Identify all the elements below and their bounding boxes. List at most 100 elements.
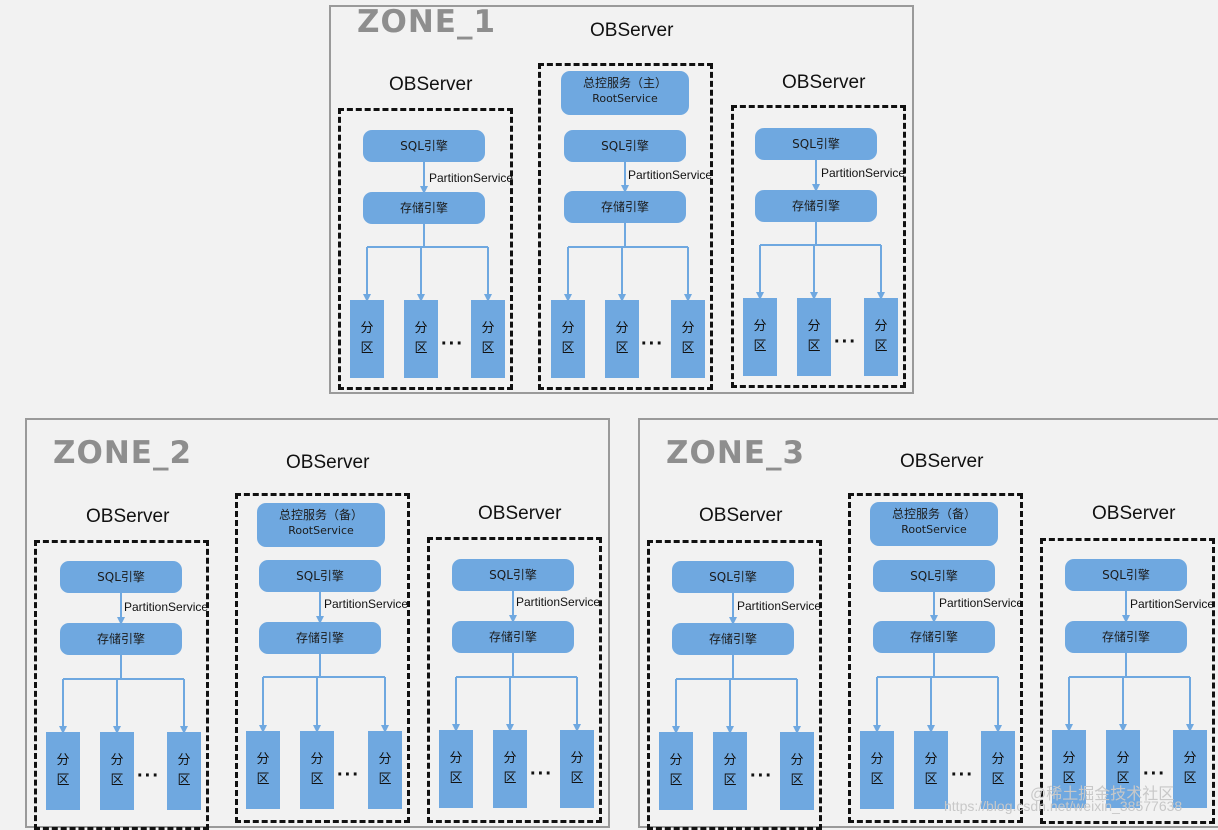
partition-label-top: 分	[449, 751, 463, 766]
partition-service-label: PartitionService	[429, 171, 514, 185]
root-service-subtitle: RootService	[901, 523, 967, 536]
observer-label: OBServer	[478, 503, 562, 524]
root-service-title: 总控服务（备）	[891, 507, 976, 521]
storage-engine: 存储引擎	[1065, 621, 1187, 653]
partition-label-top: 分	[723, 753, 737, 768]
partition-service-label: PartitionService	[821, 166, 906, 180]
partition-label-top: 分	[503, 751, 517, 766]
partition-label-bottom: 区	[870, 772, 884, 787]
partition-label-bottom: 区	[807, 339, 821, 354]
storage-engine: 存储引擎	[755, 190, 877, 222]
partition-service-label: PartitionService	[737, 599, 822, 613]
storage-engine: 存储引擎	[672, 623, 794, 655]
partition-label-top: 分	[56, 753, 70, 768]
partition-label-top: 分	[481, 321, 495, 336]
partition-label-bottom: 区	[378, 772, 392, 787]
partition-service-label: PartitionService	[124, 600, 209, 614]
partition-label-top: 分	[874, 319, 888, 334]
partition-service-label: PartitionService	[939, 596, 1024, 610]
partition-service-label: PartitionService	[324, 597, 409, 611]
observer-box	[235, 493, 410, 823]
observer-label: OBServer	[699, 505, 783, 526]
partition-label-top: 分	[570, 751, 584, 766]
partition-label-bottom: 区	[481, 341, 495, 356]
sql-engine: SQL引擎	[672, 561, 794, 593]
partition-label-bottom: 区	[449, 771, 463, 786]
sql-engine: SQL引擎	[452, 559, 574, 591]
observer-box	[427, 537, 602, 823]
partition-label-top: 分	[414, 321, 428, 336]
watermark: @稀土掘金技术社区	[1030, 786, 1175, 803]
partition-label-top: 分	[561, 321, 575, 336]
observer-label: OBServer	[590, 20, 674, 41]
partition: 分区	[493, 730, 527, 808]
root-service-title: 总控服务（备）	[278, 508, 363, 522]
partition: 分区	[439, 730, 473, 808]
partition-label-bottom: 区	[56, 773, 70, 788]
partition: 分区	[671, 300, 705, 378]
partition-label-bottom: 区	[256, 772, 270, 787]
partition: 分区	[551, 300, 585, 378]
partition: 分区	[300, 731, 334, 809]
partition-label-bottom: 区	[874, 339, 888, 354]
partition-label-top: 分	[753, 319, 767, 334]
observer-box	[731, 105, 906, 388]
partition-ellipsis: ···	[337, 764, 360, 786]
partition: 分区	[350, 300, 384, 378]
partition: 分区	[981, 731, 1015, 809]
partition-label-bottom: 区	[360, 341, 374, 356]
sql-engine: SQL引擎	[873, 560, 995, 592]
partition-label-bottom: 区	[110, 773, 124, 788]
partition-label-bottom: 区	[991, 772, 1005, 787]
partition-label-bottom: 区	[570, 771, 584, 786]
partition-label-top: 分	[1062, 751, 1076, 766]
partition-label-top: 分	[310, 752, 324, 767]
observer-box	[538, 63, 713, 390]
partition: 分区	[167, 732, 201, 810]
partition-label-top: 分	[924, 752, 938, 767]
partition: 分区	[1052, 730, 1086, 808]
partition-label-top: 分	[790, 753, 804, 768]
partition-label-top: 分	[110, 753, 124, 768]
partition-label-bottom: 区	[615, 341, 629, 356]
partition: 分区	[864, 298, 898, 376]
sql-engine: SQL引擎	[259, 560, 381, 592]
zone-title: ZONE_1	[357, 4, 497, 40]
partition: 分区	[1173, 730, 1207, 808]
partition-label-top: 分	[378, 752, 392, 767]
sql-engine: SQL引擎	[755, 128, 877, 160]
zone-title: ZONE_3	[666, 435, 806, 471]
partition-label-bottom: 区	[790, 773, 804, 788]
partition: 分区	[605, 300, 639, 378]
partition: 分区	[659, 732, 693, 810]
partition-label-bottom: 区	[1183, 771, 1197, 786]
partition-label-bottom: 区	[1062, 771, 1076, 786]
zone-title: ZONE_2	[53, 435, 193, 471]
partition-ellipsis: ···	[641, 333, 664, 355]
partition: 分区	[797, 298, 831, 376]
partition-label-top: 分	[360, 321, 374, 336]
partition-label-top: 分	[807, 319, 821, 334]
watermark-url: https://blog.csdn.net/weixin_38577638	[944, 798, 1183, 814]
sql-engine: SQL引擎	[60, 561, 182, 593]
partition-label-bottom: 区	[723, 773, 737, 788]
partition-service-label: PartitionService	[1130, 597, 1215, 611]
partition-label-top: 分	[1116, 751, 1130, 766]
partition: 分区	[368, 731, 402, 809]
partition-service-label: PartitionService	[516, 595, 601, 609]
observer-label: OBServer	[389, 74, 473, 95]
partition-label-bottom: 区	[503, 771, 517, 786]
partition-ellipsis: ···	[750, 765, 773, 787]
partition: 分区	[100, 732, 134, 810]
partition-label-bottom: 区	[177, 773, 191, 788]
partition-ellipsis: ···	[137, 765, 160, 787]
partition-label-top: 分	[256, 752, 270, 767]
observer-box	[338, 108, 513, 390]
partition-label-bottom: 区	[681, 341, 695, 356]
partition: 分区	[404, 300, 438, 378]
partition-label-bottom: 区	[669, 773, 683, 788]
storage-engine: 存储引擎	[873, 621, 995, 653]
storage-engine: 存储引擎	[60, 623, 182, 655]
partition-label-bottom: 区	[924, 772, 938, 787]
observer-label: OBServer	[782, 72, 866, 93]
